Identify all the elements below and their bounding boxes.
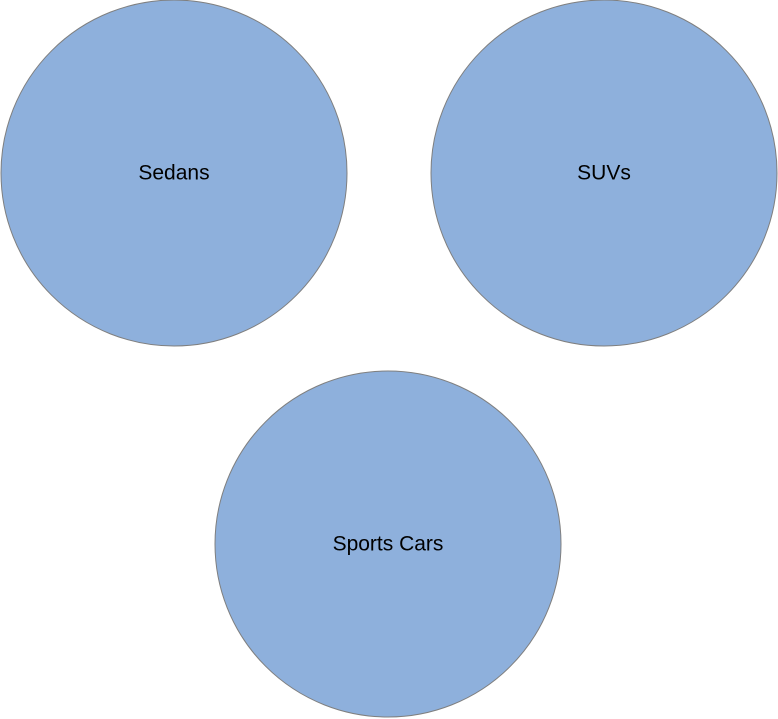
node-suvs-label: SUVs: [577, 162, 631, 185]
node-sports-cars: Sports Cars: [214, 370, 562, 718]
node-suvs-circle: [430, 0, 778, 347]
node-suvs: SUVs: [430, 0, 778, 347]
node-sedans-circle: [0, 0, 348, 347]
node-sports-cars-circle: [214, 370, 562, 718]
node-sedans: Sedans: [0, 0, 348, 347]
node-sedans-label: Sedans: [138, 162, 209, 185]
node-sports-cars-label: Sports Cars: [333, 533, 444, 556]
